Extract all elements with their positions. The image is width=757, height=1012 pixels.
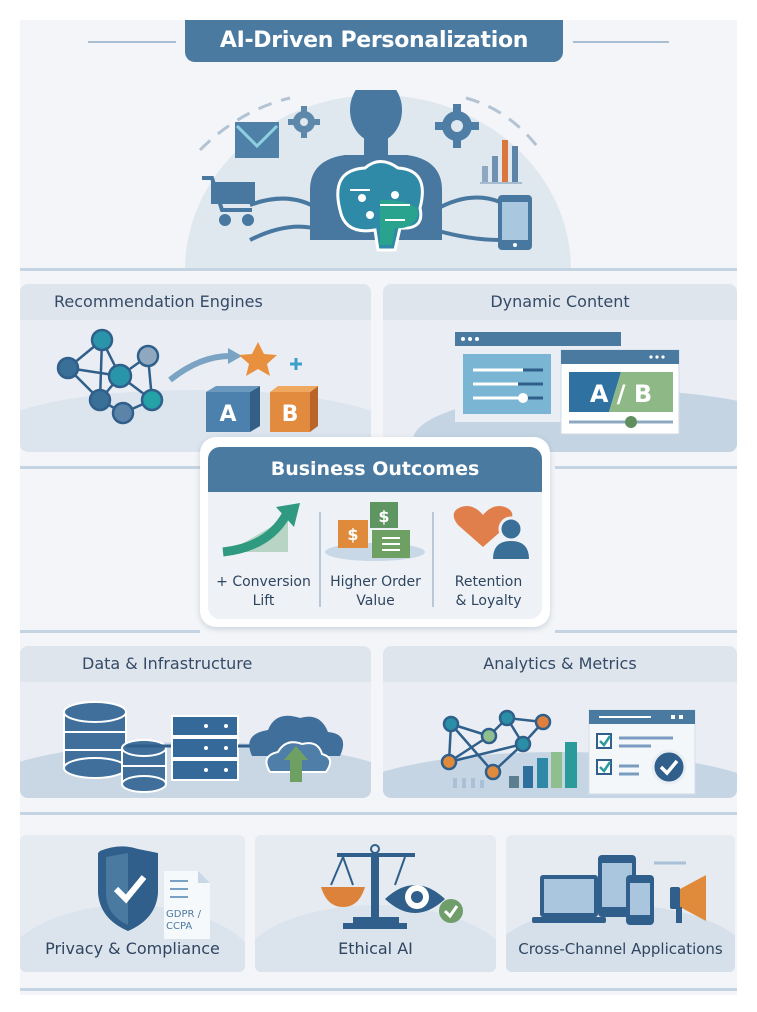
card-ethical-ai: Ethical AI xyxy=(255,835,496,972)
svg-text:$: $ xyxy=(347,525,358,544)
outcome-label: & Loyalty xyxy=(455,593,522,609)
outcome-retention-loyalty: Retention & Loyalty xyxy=(433,492,544,619)
laptop-icon xyxy=(532,875,606,923)
bar-chart-icon xyxy=(453,742,577,788)
ab-label: A / B xyxy=(590,380,652,408)
check-badge-icon xyxy=(651,749,687,785)
doc-text: GDPR / xyxy=(166,909,202,920)
checklist-window-icon xyxy=(588,709,696,795)
network-graph-icon xyxy=(440,709,552,781)
section-divider xyxy=(555,630,737,633)
network-graph-icon xyxy=(56,328,164,425)
brain-circuit-icon xyxy=(336,160,424,252)
box-a-label: A xyxy=(219,402,236,427)
panel-analytics-metrics: Analytics & Metrics xyxy=(383,646,737,798)
panel-title: Dynamic Content xyxy=(383,284,737,320)
card-privacy-compliance: GDPR / CCPA Privacy & Compliance xyxy=(20,835,245,972)
eye-icon xyxy=(385,885,445,913)
arrow-icon xyxy=(168,353,231,383)
svg-text:$: $ xyxy=(378,507,389,526)
card-label: Privacy & Compliance xyxy=(45,939,220,958)
outcome-label: Value xyxy=(356,593,395,609)
document-icon: GDPR / CCPA xyxy=(164,871,210,939)
box-a-icon xyxy=(206,386,260,432)
title-divider-right xyxy=(573,41,669,43)
email-icon xyxy=(235,122,279,158)
box-b-label: B xyxy=(282,402,299,427)
section-divider xyxy=(20,812,737,815)
section-divider xyxy=(555,466,737,469)
bar-chart-icon xyxy=(480,140,522,184)
outcome-label: Retention xyxy=(454,574,523,590)
outcome-label: + Conversion xyxy=(216,574,311,590)
panel-title: Data & Infrastructure xyxy=(20,646,371,682)
box-b-icon xyxy=(270,386,318,432)
heart-user-icon xyxy=(453,506,529,559)
section-divider xyxy=(20,466,200,469)
card-label: Cross-Channel Applications xyxy=(518,940,723,958)
business-outcomes-title: Business Outcomes xyxy=(208,447,542,492)
plus-icon xyxy=(290,358,302,370)
smartphone-icon xyxy=(626,875,654,925)
panel-recommendation-engines: Recommendation Engines A B xyxy=(20,284,371,452)
divider xyxy=(319,512,321,607)
page-title: AI-Driven Personalization xyxy=(185,20,563,62)
doc-text: CCPA xyxy=(166,921,192,932)
card-label: Ethical AI xyxy=(338,939,413,958)
ab-test-window-icon xyxy=(560,349,680,435)
scales-icon xyxy=(321,844,415,929)
smartphone-icon xyxy=(498,195,532,250)
section-divider xyxy=(20,988,737,991)
database-small-icon xyxy=(121,739,167,793)
panel-data-infrastructure: Data & Infrastructure xyxy=(20,646,371,798)
star-icon xyxy=(239,342,277,376)
gear-icon xyxy=(288,106,320,138)
database-icon xyxy=(63,701,127,779)
shopping-cart-icon xyxy=(202,176,255,226)
gear-icon xyxy=(435,104,479,148)
outcome-label: Lift xyxy=(252,593,275,609)
megaphone-icon xyxy=(670,875,706,923)
hero-illustration xyxy=(180,90,576,270)
divider xyxy=(432,512,434,607)
shield-check-icon xyxy=(98,846,158,931)
server-icon xyxy=(171,715,239,781)
check-badge-icon xyxy=(439,899,463,923)
card-cross-channel: Cross-Channel Applications xyxy=(506,835,735,972)
panel-dynamic-content: Dynamic Content A / B xyxy=(383,284,737,452)
cloud-upload-icon xyxy=(249,715,344,782)
outcome-label: Higher Order xyxy=(330,574,421,590)
growth-arrow-icon xyxy=(222,503,300,557)
panel-title: Analytics & Metrics xyxy=(383,646,737,682)
panel-title: Recommendation Engines xyxy=(20,284,371,320)
slider-knob xyxy=(518,393,528,403)
title-divider-left xyxy=(88,41,176,43)
money-stack-icon: $ $ xyxy=(325,502,425,561)
section-divider xyxy=(20,630,200,633)
section-divider xyxy=(20,268,737,271)
